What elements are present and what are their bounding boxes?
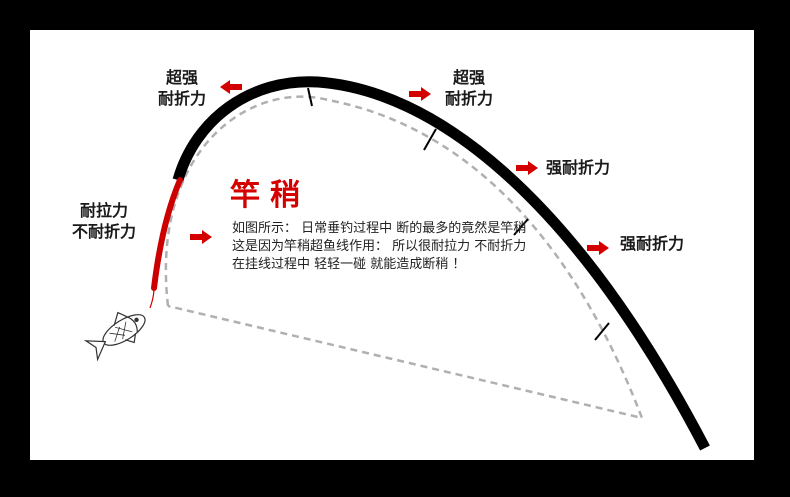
label-top-right: 超强 耐折力 xyxy=(445,67,493,109)
description-text: 如图所示： 日常垂钓过程中 断的最多的竟然是竿稍 这是因为竿稍超鱼线作用： 所以… xyxy=(232,221,527,272)
label-top-right-line1: 超强 xyxy=(453,68,486,87)
rod-tick xyxy=(307,87,313,107)
label-top-left: 超强 耐折力 xyxy=(158,67,206,109)
rod-curve xyxy=(172,76,710,451)
red-arrow-icon xyxy=(516,161,538,175)
red-arrow-icon xyxy=(409,87,431,101)
label-right-upper: 强耐折力 xyxy=(546,157,610,178)
dashed-reference-curve xyxy=(164,95,645,420)
label-left-line1: 耐拉力 xyxy=(80,201,129,220)
rod-bend-diagram xyxy=(83,76,710,451)
diagram-title: 竿稍 xyxy=(230,178,310,213)
label-top-right-line2: 耐折力 xyxy=(445,89,494,108)
rod-tick xyxy=(513,218,529,236)
label-right-upper-text: 强耐折力 xyxy=(546,158,611,177)
label-top-left-line1: 超强 xyxy=(166,68,199,87)
red-arrow-icon xyxy=(220,80,242,94)
label-right-lower-text: 强耐折力 xyxy=(620,234,685,253)
fish-icon xyxy=(83,311,146,362)
rod-tick xyxy=(423,128,437,151)
fishing-line xyxy=(149,287,155,309)
red-arrow-icon xyxy=(190,230,212,244)
label-top-left-line2: 耐折力 xyxy=(158,89,207,108)
rod-tip xyxy=(151,177,183,291)
rod-tick xyxy=(594,322,610,341)
red-arrow-icon xyxy=(587,241,609,255)
diagram-panel: 超强 耐折力 超强 耐折力 强耐折力 强耐折力 耐拉力 不耐折力 竿稍 如图所示… xyxy=(30,30,754,460)
label-left-line2: 不耐折力 xyxy=(72,222,137,241)
label-right-lower: 强耐折力 xyxy=(620,233,684,254)
label-left: 耐拉力 不耐折力 xyxy=(72,200,136,242)
